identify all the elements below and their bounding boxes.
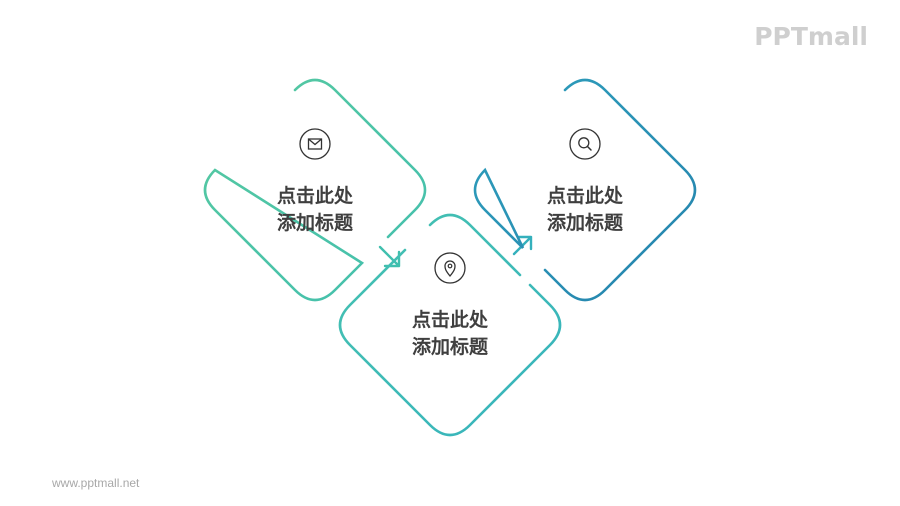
step-2-title-line-1: 点击此处	[411, 309, 488, 331]
pptmall-logo: PPTmall	[754, 22, 868, 51]
step-2-title-line-2: 添加标题	[411, 336, 488, 358]
step-1-diamond	[203, 78, 427, 302]
step-1-title-line-2: 添加标题	[276, 212, 353, 234]
step-1-title[interactable]: 点击此处 添加标题	[225, 183, 405, 237]
step-3-title[interactable]: 点击此处 添加标题	[495, 183, 675, 237]
step-1-title-line-1: 点击此处	[276, 185, 353, 207]
arrow-1-to-2	[378, 245, 401, 268]
footer-url[interactable]: www.pptmall.net	[52, 476, 140, 490]
step-2-title[interactable]: 点击此处 添加标题	[360, 307, 540, 361]
step-3-title-line-2: 添加标题	[546, 212, 623, 234]
location-pin-icon	[434, 252, 466, 284]
mail-icon	[299, 128, 331, 160]
step-3-title-line-1: 点击此处	[546, 185, 623, 207]
search-icon	[569, 128, 601, 160]
step-3-diamond	[473, 78, 697, 302]
step-2-diamond	[338, 213, 562, 437]
